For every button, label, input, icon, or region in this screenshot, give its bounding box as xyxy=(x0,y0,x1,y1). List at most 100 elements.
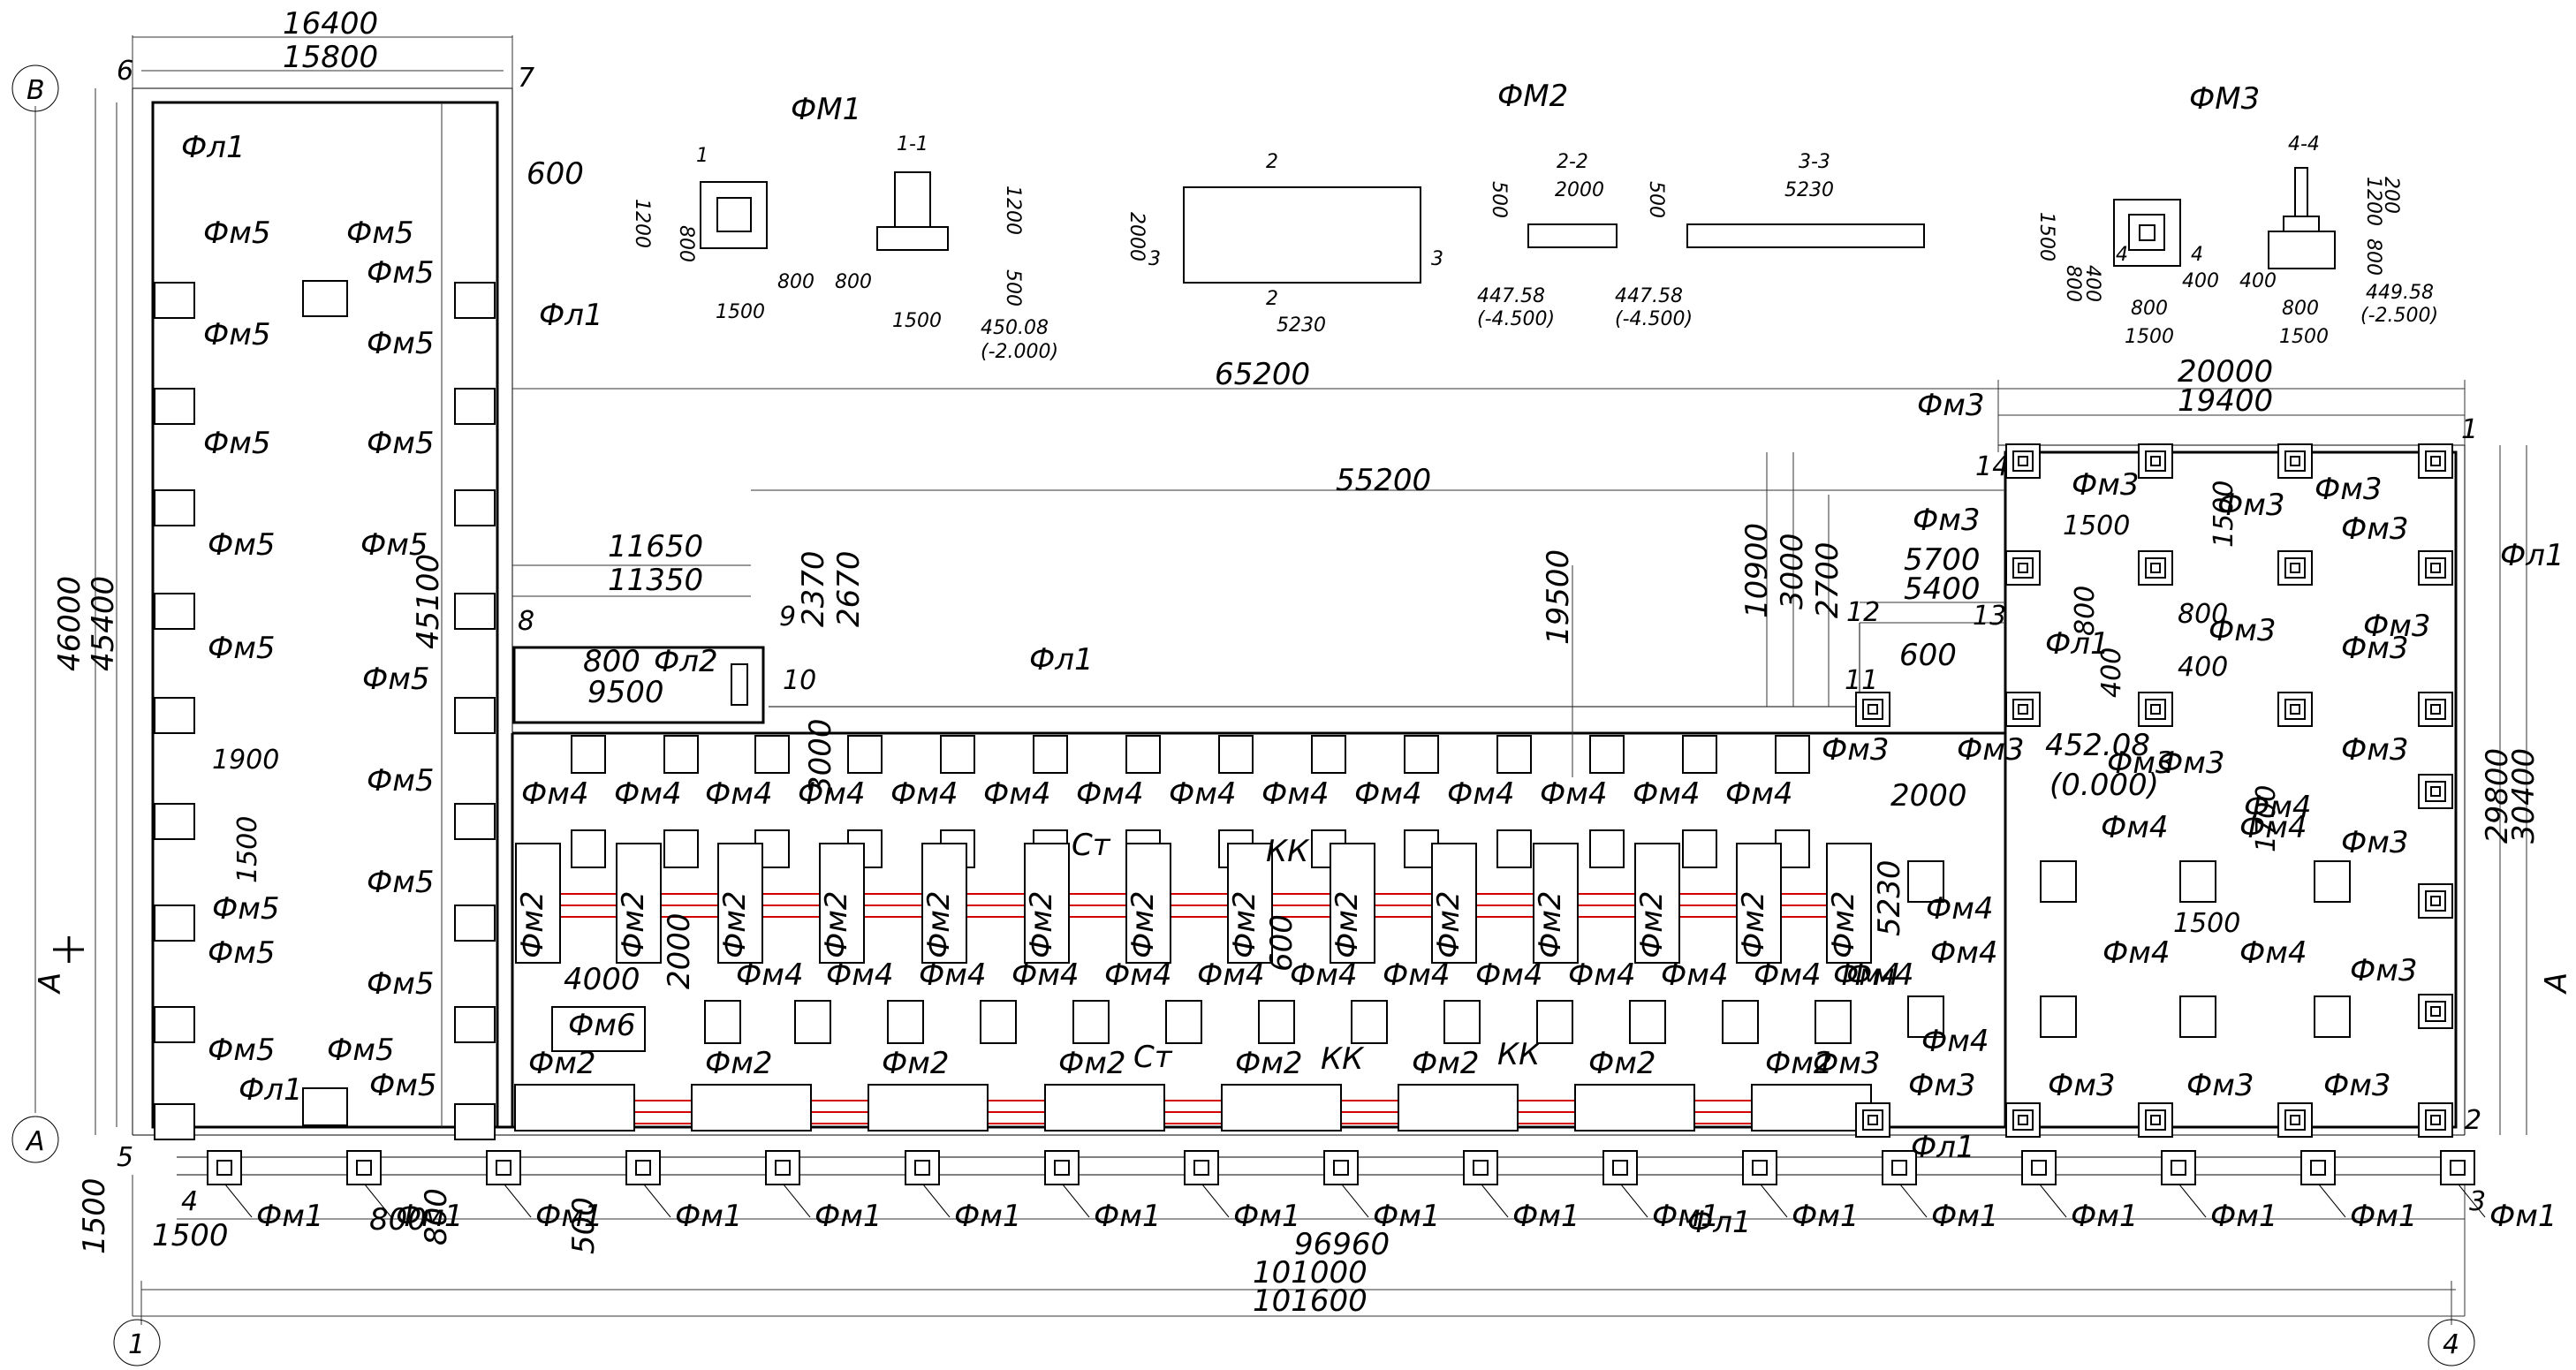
dim-label: 4000 xyxy=(564,962,640,997)
label-fm4: Фм4 xyxy=(2239,935,2307,971)
dim-label: 400 xyxy=(2178,652,2228,683)
fm3-footing-core xyxy=(2430,704,2441,715)
label-fm3: Фм3 xyxy=(1822,732,1890,768)
dimension-labels: 16400 15800 600 46000 45400 45100 1900 1… xyxy=(52,6,2542,1319)
fm3-section-pedestal xyxy=(2283,216,2320,232)
fm1-footing-core xyxy=(914,1160,930,1176)
fm5-footing xyxy=(454,388,496,425)
fm3-footing-core xyxy=(2290,563,2300,573)
fm3-cut-mark: 4 xyxy=(2191,244,2203,266)
point-5: 5 xyxy=(117,1142,133,1173)
fm1-dim: 800 xyxy=(675,225,697,262)
fm1-dim: 800 xyxy=(835,271,872,293)
fm1-footing-core xyxy=(356,1160,372,1176)
fm1-footing-core xyxy=(2171,1160,2186,1176)
label-fm5: Фм5 xyxy=(208,631,276,666)
label-fm2: Фм2 xyxy=(1227,890,1262,958)
fm5-footing xyxy=(154,282,195,319)
fm4-footing xyxy=(2314,995,2351,1038)
dim-label: 15800 xyxy=(283,40,378,75)
fm4-footing xyxy=(1496,829,1532,868)
label-fm1: Фм1 xyxy=(675,1199,743,1234)
label-fm4: Фм4 xyxy=(1540,776,1608,812)
label-fm4: Фм4 xyxy=(2244,790,2312,825)
leader-line xyxy=(1341,1184,1369,1218)
fm1-footing-core xyxy=(1612,1160,1628,1176)
dim-label: 800 xyxy=(369,1202,427,1238)
fm2-footing xyxy=(1024,843,1070,964)
label-fm4: Фм4 xyxy=(1261,776,1330,812)
fm1-dim: 1200 xyxy=(631,199,653,248)
fm1-dim: 1500 xyxy=(716,301,765,323)
label-fm5: Фм5 xyxy=(203,426,271,461)
dim-label: 101000 xyxy=(1253,1255,1368,1291)
label-fm5: Фм5 xyxy=(369,1068,437,1103)
leader-line xyxy=(1760,1184,1788,1218)
fm2-footing xyxy=(1227,843,1273,964)
label-fm1: Фм1 xyxy=(2210,1199,2278,1234)
fm3-footing-core xyxy=(2018,456,2028,466)
fm4-footing xyxy=(571,829,606,868)
fm5-footing xyxy=(154,697,195,734)
label-fm5: Фм5 xyxy=(362,662,430,697)
fm2-footing xyxy=(691,1084,812,1132)
label-kk: КК xyxy=(1497,1037,1542,1072)
label-fm1: Фм1 xyxy=(1233,1199,1301,1234)
axis-label-A: А xyxy=(25,1126,45,1157)
label-fm2: Фм2 xyxy=(616,890,651,958)
dim-label: 500 xyxy=(566,1197,602,1254)
building-outline xyxy=(132,87,2466,1176)
fm2-cut-mark: 3 xyxy=(1431,248,1443,270)
fm4-footing xyxy=(2040,995,2077,1038)
fm2-footing xyxy=(1044,1084,1165,1132)
label-fl1: Фл1 xyxy=(1029,642,1094,677)
point-12: 12 xyxy=(1846,597,1880,628)
fm1-plan-inner xyxy=(716,197,752,232)
fm3-footing xyxy=(2138,550,2173,586)
fm1-footing-core xyxy=(1054,1160,1070,1176)
label-fm4: Фм4 xyxy=(1725,776,1793,812)
fm3-section-title: 4-4 xyxy=(2288,133,2320,155)
label-fm4: Фм4 xyxy=(1169,776,1237,812)
fm4-footing xyxy=(1907,995,1944,1038)
fm1-footing-core xyxy=(635,1160,651,1176)
dim-label: 1500 xyxy=(2063,511,2130,541)
fm2-footing xyxy=(1826,843,1872,964)
leader-line xyxy=(2178,1184,2207,1218)
label-fm4: Фм4 xyxy=(890,776,958,812)
dim-label: 11350 xyxy=(608,563,703,598)
section-mark-right: А xyxy=(2539,973,2574,995)
fm2-dim: 2000 xyxy=(1555,179,1604,201)
fm4-footing xyxy=(2179,860,2216,903)
detail-title-fm1: ФМ1 xyxy=(791,92,861,127)
label-fm3: Фм3 xyxy=(2157,746,2225,781)
label-fm3: Фм3 xyxy=(1917,388,1985,423)
left-wing-outline xyxy=(151,101,499,1129)
fm1-dim: 1500 xyxy=(892,310,942,332)
dim-label: 1700 xyxy=(2251,785,2282,852)
label-fm5: Фм5 xyxy=(212,891,280,927)
extension-post xyxy=(731,663,748,706)
dim-label: 45100 xyxy=(411,554,446,649)
fm3-footing-core xyxy=(1868,704,1878,715)
fm2-dim: 500 xyxy=(1488,181,1510,218)
fm1-dim: 800 xyxy=(777,271,814,293)
fm2-section-title: 3-3 xyxy=(1799,151,1830,173)
label-fm2: Фм2 xyxy=(515,890,550,958)
fm5-footing xyxy=(154,388,195,425)
dim-label: 29800 xyxy=(2480,748,2515,844)
fm1-footing-core xyxy=(775,1160,791,1176)
fm3-footing-core xyxy=(2290,1115,2300,1125)
dim-label: 2700 xyxy=(1810,541,1845,618)
fm2-dim: 2000 xyxy=(1125,212,1148,261)
fm4-footing xyxy=(2040,860,2077,903)
fm4-footing xyxy=(847,735,883,774)
fm4-footing xyxy=(940,735,975,774)
fm3-dim: 800 xyxy=(2282,298,2319,320)
label-fm2: Фм2 xyxy=(1765,1046,1833,1081)
label-fm4: Фм4 xyxy=(2239,810,2307,845)
dim-label: 1500 xyxy=(232,816,263,883)
fm3-footing-core xyxy=(2290,456,2300,466)
point-2: 2 xyxy=(2465,1105,2481,1136)
